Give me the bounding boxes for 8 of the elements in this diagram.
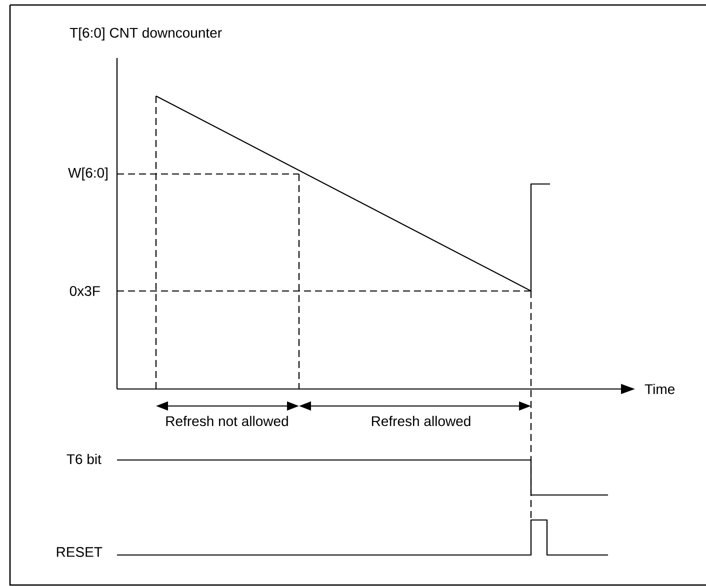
signal-name: RESET: [56, 547, 102, 557]
signal-name: T6 bit: [66, 454, 102, 464]
interval-label: Refresh not allowed: [166, 416, 288, 426]
level-label: W[6:0]: [68, 167, 108, 181]
interval-label: Refresh allowed: [372, 416, 470, 426]
axis-label: Time: [644, 384, 675, 394]
axis-title: T[6:0] CNT downcounter: [70, 27, 222, 41]
level-label: 0x3F: [70, 286, 100, 296]
